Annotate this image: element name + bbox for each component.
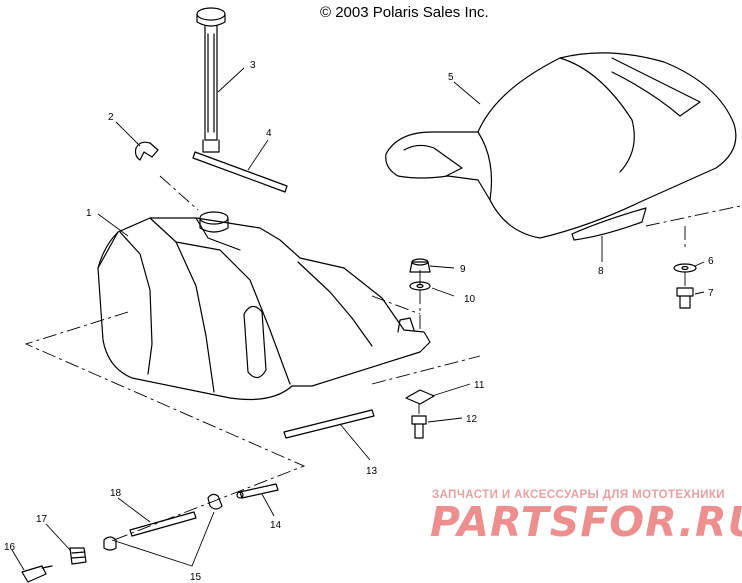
- part-2-clip: [134, 141, 159, 161]
- callout-12: 12: [466, 414, 478, 425]
- callout-14: 14: [270, 520, 282, 531]
- part-3-fuel-sender: [196, 7, 226, 153]
- part-16-connector: [21, 565, 53, 583]
- part-5-seat: [385, 52, 737, 241]
- callout-1: 1: [86, 208, 92, 219]
- leader-lines: [11, 67, 705, 571]
- part-1-fuel-tank: [97, 211, 431, 401]
- callout-16: 16: [4, 542, 16, 553]
- callout-9: 9: [460, 264, 466, 275]
- callout-15: 15: [190, 572, 202, 583]
- callout-labels: 1 2 3 4 5 6 7 8 9 10 11 12 13 14 15 16 1…: [4, 60, 714, 583]
- callout-10: 10: [464, 294, 476, 305]
- part-18-rod: [129, 511, 197, 537]
- callout-2: 2: [108, 112, 114, 123]
- part-4-rod: [192, 151, 288, 193]
- part-17-fitting: [69, 547, 87, 565]
- part-9-nut: [409, 258, 431, 273]
- part-11-plate: [405, 389, 435, 405]
- watermark-brand: PARTSFOR.RU: [430, 498, 742, 546]
- copyright-notice: © 2003 Polaris Sales Inc.: [320, 4, 489, 21]
- callout-3: 3: [250, 60, 256, 71]
- part-7-bolt: [676, 287, 694, 309]
- part-6-washer: [673, 263, 697, 273]
- part-15-plugs: [103, 493, 223, 551]
- callout-8: 8: [598, 266, 604, 277]
- part-13-strip: [283, 409, 375, 439]
- part-12-bolt: [411, 415, 427, 439]
- callout-17: 17: [36, 514, 48, 525]
- watermark-subtitle: ЗАПЧАСТИ И АКСЕССУАРЫ ДЛЯ МОТОТЕХНИКИ: [432, 489, 725, 501]
- reference-lines: [24, 175, 741, 541]
- callout-11: 11: [474, 380, 485, 391]
- callout-5: 5: [448, 72, 454, 83]
- callout-6: 6: [708, 256, 714, 267]
- callout-13: 13: [366, 466, 378, 477]
- part-14-pin: [236, 483, 279, 499]
- callout-4: 4: [266, 128, 272, 139]
- callout-18: 18: [110, 488, 122, 499]
- callout-7: 7: [708, 288, 714, 299]
